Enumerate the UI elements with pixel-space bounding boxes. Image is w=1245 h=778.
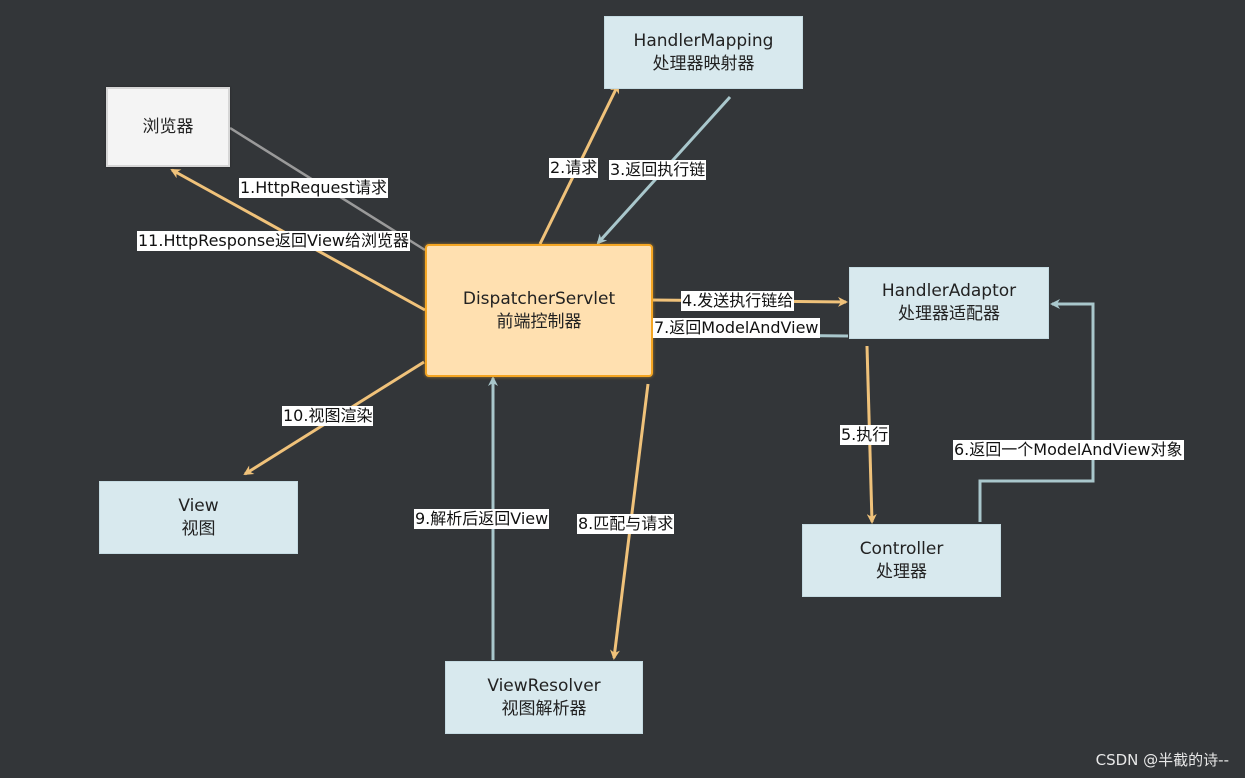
browser-title: 浏览器 [142,116,194,137]
edge-label-6: 6.返回一个ModelAndView对象 [953,440,1184,460]
dispatcher-title: DispatcherServlet [462,288,616,309]
handler-mapping-node: HandlerMapping 处理器映射器 [604,16,803,89]
edge-label-3: 3.返回执行链 [609,160,707,180]
browser-node: 浏览器 [106,87,230,167]
dispatcher-subtitle: 前端控制器 [496,311,582,332]
controller-node: Controller 处理器 [802,524,1001,597]
view-title: View [178,495,219,516]
edge-label-5: 5.执行 [840,425,890,445]
handler-mapping-subtitle: 处理器映射器 [652,53,755,74]
view-subtitle: 视图 [181,518,216,539]
view-resolver-title: ViewResolver [487,675,601,696]
edge-label-9: 9.解析后返回View [414,509,550,529]
edge-label-4: 4.发送执行链给 [681,291,795,311]
edge-label-10: 10.视图渲染 [282,406,374,426]
handler-mapping-title: HandlerMapping [633,30,774,51]
controller-title: Controller [859,538,944,559]
handler-adaptor-title: HandlerAdaptor [881,281,1017,301]
view-node: View 视图 [99,481,298,554]
handler-adaptor-subtitle: 处理器适配器 [898,304,1000,324]
edge-label-2: 2.请求 [549,158,599,178]
edge-label-7: 7.返回ModelAndView [653,318,820,338]
edge-label-1: 1.HttpRequest请求 [239,178,388,198]
view-resolver-node: ViewResolver 视图解析器 [445,661,643,734]
handler-adaptor-node: HandlerAdaptor 处理器适配器 [849,267,1049,339]
edge-label-11: 11.HttpResponse返回View给浏览器 [137,231,410,251]
edge-label-8: 8.匹配与请求 [577,514,675,534]
view-resolver-subtitle: 视图解析器 [501,698,587,719]
arrow-6-return-model-and-view-object [978,299,1095,522]
watermark: CSDN @半截的诗-- [1095,751,1229,769]
dispatcher-servlet-node: DispatcherServlet 前端控制器 [425,244,653,377]
controller-subtitle: 处理器 [876,561,927,582]
